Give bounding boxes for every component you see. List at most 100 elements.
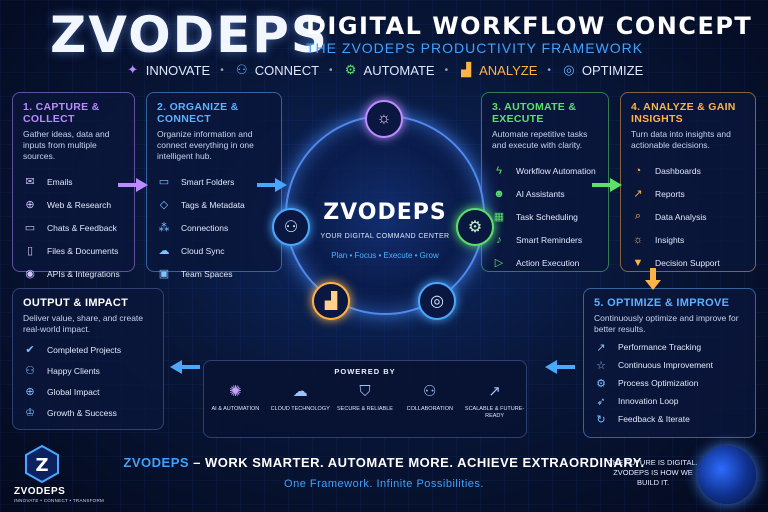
logo-name: ZVODEPS — [14, 486, 66, 497]
item-label: Workflow Automation — [516, 165, 596, 176]
list-item: ✉Emails — [23, 170, 124, 193]
arrow-right-icon — [118, 178, 148, 192]
cloud-icon: ☁ — [158, 245, 170, 257]
panel-optimize: 5. OPTIMIZE & IMPROVE Continuously optim… — [583, 288, 756, 438]
value-pills: ✦ INNOVATE • ⚇ CONNECT • ⚙ AUTOMATE • ▟ … — [0, 62, 768, 78]
list-item: ↗ Performance Tracking — [594, 338, 745, 356]
brand-title: ZVODEPS — [50, 6, 329, 64]
panel-automate: 3. AUTOMATE & EXECUTE Automate repetitiv… — [481, 92, 609, 272]
powered-by-items: ✺AI & AUTOMATION ☁CLOUD TECHNOLOGY ⛉SECU… — [203, 380, 527, 420]
globe-icon: ⊕ — [25, 199, 35, 211]
team-icon: ▣ — [158, 268, 170, 280]
footer-subline: One Framework. Infinite Possibilities. — [284, 478, 484, 490]
list-item: ↻Feedback & Iterate — [594, 410, 745, 428]
arrow-right-icon — [592, 178, 622, 192]
growth-chart-icon: ↗ — [488, 383, 501, 400]
center-subtitle: YOUR DIGITAL COMMAND CENTER — [320, 233, 450, 240]
item-label: Cloud Sync — [181, 245, 225, 256]
list-item: ϟ Workflow Automation — [492, 159, 598, 182]
panel-output: OUTPUT & IMPACT Deliver value, share, an… — [12, 288, 164, 430]
network-icon: ⁂ — [158, 222, 170, 234]
list-item: ◉APIs & Integrations — [23, 262, 124, 285]
calendar-icon: ▦ — [493, 211, 505, 223]
center-title: ZVODEPS — [323, 200, 447, 225]
list-item: ⌕Data Analysis — [631, 205, 745, 228]
pill-label: INNOVATE — [145, 62, 211, 78]
center-tagline: Plan • Focus • Execute • Grow — [331, 251, 439, 260]
item-label: Performance Tracking — [618, 342, 702, 352]
list-item: ▭ Smart Folders — [157, 170, 271, 193]
command-center-ring — [285, 115, 485, 315]
item-label: Smart Folders — [181, 176, 235, 187]
separator-dot: • — [220, 64, 224, 76]
footer-highlight: ZVODEPS — [123, 455, 190, 470]
panel-title: 5. OPTIMIZE & IMPROVE — [594, 297, 730, 309]
list-item: ✔Completed Projects — [23, 339, 153, 360]
pie-chart-icon: ◔ — [634, 164, 642, 177]
arrow-left-icon — [170, 360, 200, 374]
panel-desc: Deliver value, share, and create real-wo… — [23, 313, 144, 334]
gear-icon: ⚙ — [596, 377, 606, 390]
lightning-icon: ϟ — [496, 164, 502, 177]
pill-label: ANALYZE — [479, 62, 538, 78]
arrow-left-icon — [545, 360, 575, 374]
arrow-down-icon — [645, 268, 661, 290]
panel-desc: Continuously optimize and improve for be… — [594, 313, 739, 334]
list-item: ◇Tags & Metadata — [157, 193, 271, 216]
funnel-icon: ▼ — [632, 256, 644, 269]
arrow-right-icon — [257, 178, 287, 192]
item-label: Global Impact — [47, 386, 100, 397]
list-item: ⊕Global Impact — [23, 381, 153, 402]
target-icon: ◎ — [418, 282, 456, 320]
tech-label: SECURE & RELIABLE — [337, 406, 393, 412]
item-label: Innovation Loop — [618, 396, 679, 406]
panel-analyze: 4. ANALYZE & GAIN INSIGHTS Turn data int… — [620, 92, 756, 272]
pill-automate: ⚙ AUTOMATE — [343, 62, 435, 78]
subheadline: THE ZVODEPS PRODUCTIVITY FRAMEWORK — [306, 40, 644, 56]
pill-optimize: ◎ OPTIMIZE — [561, 62, 643, 78]
list-item: ☻AI Assistants — [492, 182, 598, 205]
logo-tagline: INNOVATE • CONNECT • TRANSFORM — [14, 498, 105, 503]
item-label: Growth & Success — [47, 407, 117, 418]
lightbulb-icon: ☼ — [365, 100, 403, 138]
separator-dot: • — [329, 64, 333, 76]
trend-icon: ↗ — [596, 341, 606, 354]
folder-icon: ▭ — [158, 176, 170, 188]
tech-label: CLOUD TECHNOLOGY — [270, 406, 330, 412]
item-label: Continuous Improvement — [618, 360, 713, 370]
trend-icon: ↗ — [633, 188, 643, 200]
separator-dot: • — [547, 64, 551, 76]
item-label: Data Analysis — [655, 211, 707, 222]
item-label: Happy Clients — [47, 365, 100, 376]
star-icon: ☆ — [596, 359, 606, 372]
item-label: Dashboards — [655, 165, 701, 176]
zvodeps-logo: Z — [25, 444, 59, 484]
panel-desc: Gather ideas, data and inputs from multi… — [23, 129, 110, 161]
item-label: Insights — [655, 234, 685, 245]
brain-icon: ✺ — [229, 383, 242, 400]
headline: DIGITAL WORKFLOW CONCEPT — [306, 12, 753, 40]
list-item: ☁ Cloud Sync — [157, 239, 271, 262]
email-icon: ✉ — [25, 176, 35, 188]
footer-text: – WORK SMARTER. AUTOMATE MORE. ACHIEVE E… — [189, 455, 645, 470]
panel-desc: Automate repetitive tasks and execute wi… — [492, 129, 588, 150]
chart-icon: ▟ — [461, 62, 472, 77]
item-label: AI Assistants — [516, 188, 565, 199]
pill-connect: ⚇ CONNECT — [234, 62, 319, 78]
item-label: Tags & Metadata — [181, 199, 245, 210]
tech-item: ⛉ SECURE & RELIABLE — [334, 380, 396, 420]
item-label: Files & Documents — [47, 245, 119, 256]
team-icon: ⚇ — [423, 383, 437, 400]
list-item: ⊕Web & Research — [23, 193, 124, 216]
chat-icon: ▭ — [24, 222, 36, 234]
shield-icon: ⛉ — [359, 382, 371, 400]
rocket-icon: ➶ — [596, 395, 606, 408]
powered-by-title: POWERED BY — [334, 367, 396, 376]
lightbulb-icon: ☼ — [632, 233, 644, 246]
people-icon: ⚇ — [235, 62, 248, 77]
trophy-icon: ♔ — [25, 407, 35, 419]
globe-icon — [698, 446, 756, 504]
panel-title: 1. CAPTURE & COLLECT — [23, 101, 100, 125]
users-icon: ⚇ — [25, 365, 35, 377]
svg-text:Z: Z — [35, 455, 48, 476]
